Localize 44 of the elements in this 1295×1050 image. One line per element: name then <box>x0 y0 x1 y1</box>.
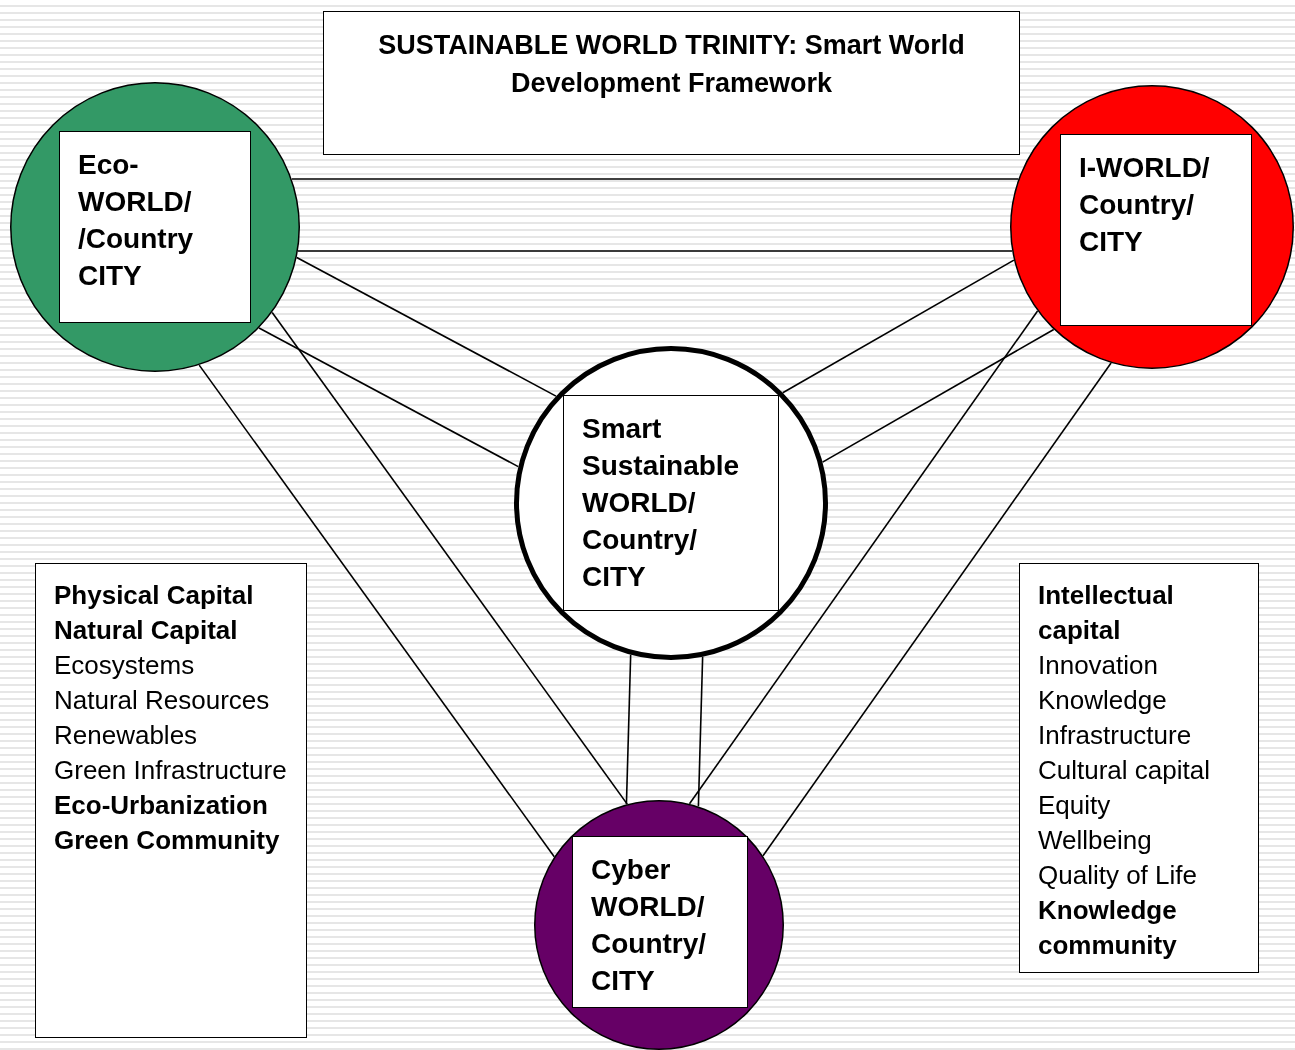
circle-node <box>10 82 300 372</box>
connector-line <box>762 362 1112 857</box>
list-box <box>35 563 307 1038</box>
list-item: Physical Capital <box>54 579 255 612</box>
list-item: Quality of Life <box>1038 859 1198 892</box>
circle-node <box>514 346 828 660</box>
list-item: Ecosystems <box>54 649 196 682</box>
node-label: I-WORLD/ Country/ CITY <box>1079 151 1211 259</box>
list-item: Green Community <box>54 824 281 857</box>
connector-line <box>295 256 557 397</box>
connector-line <box>258 327 520 468</box>
list-item: Natural Resources <box>54 684 271 717</box>
label-box <box>1060 134 1252 326</box>
list-item: Renewables <box>54 719 199 752</box>
list-item: Wellbeing <box>1038 824 1153 857</box>
connector-line <box>291 178 1020 180</box>
node-label: Cyber WORLD/ Country/ CITY <box>591 853 708 998</box>
list-item: Eco-Urbanization <box>54 789 269 822</box>
connector-line <box>297 250 1013 252</box>
list-box <box>1019 563 1259 973</box>
list-item: Intellectual capital <box>1038 579 1175 647</box>
connector-line <box>821 328 1055 463</box>
circle-node <box>534 800 784 1050</box>
title: SUSTAINABLE WORLD TRINITY: Smart World Development Framework <box>323 11 1020 155</box>
list-item: Cultural capital <box>1038 754 1211 787</box>
connector-line <box>271 311 628 805</box>
label-box <box>563 395 779 611</box>
connector-line <box>198 364 556 858</box>
list-item: Natural Capital <box>54 614 239 647</box>
list-item: Infrastructure <box>1038 719 1193 752</box>
connector-line <box>781 259 1015 394</box>
connector-line <box>688 310 1039 805</box>
list-item: Equity <box>1038 789 1112 822</box>
circle-node <box>1010 85 1294 369</box>
connector-line <box>625 653 632 806</box>
label-box <box>59 131 251 323</box>
node-label: Eco-WORLD/ /Country CITY <box>78 148 195 293</box>
list-item: Knowledge <box>1038 684 1168 717</box>
node-label: Smart Sustainable WORLD/ Country/ CITY <box>582 412 741 594</box>
connector-line <box>697 656 704 808</box>
list-item: Innovation <box>1038 649 1159 682</box>
label-box <box>572 836 748 1008</box>
list-item: Knowledge community <box>1038 894 1178 962</box>
list-item: Green Infrastructure <box>54 754 288 787</box>
